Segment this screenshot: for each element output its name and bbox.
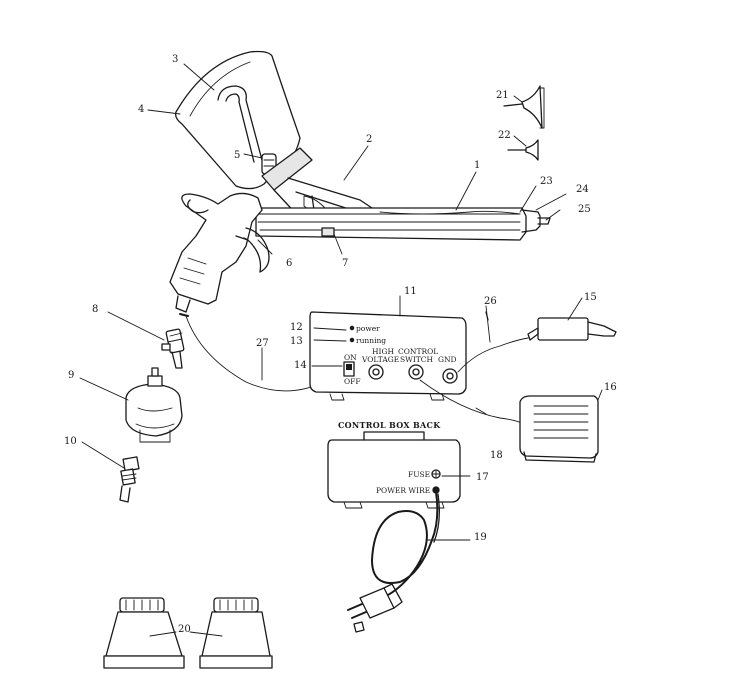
callout-9: 9 xyxy=(68,370,74,381)
callout-26: 26 xyxy=(484,296,497,307)
label-on: ON xyxy=(344,353,357,362)
callout-15: 15 xyxy=(584,292,597,303)
fitting-8 xyxy=(161,328,185,369)
callout-numbers: 1 2 3 4 5 6 7 8 9 10 11 12 13 14 15 16 1… xyxy=(64,54,617,635)
label-high: HIGH xyxy=(372,347,394,356)
label-running: running xyxy=(356,336,386,345)
callout-18: 18 xyxy=(490,450,503,461)
callout-25: 25 xyxy=(578,204,591,215)
cup-20-left xyxy=(103,597,185,669)
label-control: CONTROL xyxy=(398,347,438,356)
label-voltage: VOLTAGE xyxy=(361,355,399,364)
power-cord-19 xyxy=(371,491,440,597)
foot-pedal-16 xyxy=(519,395,599,463)
callout-19: 19 xyxy=(474,532,487,543)
callout-24: 24 xyxy=(576,184,589,195)
hopper-cup xyxy=(174,50,301,190)
callout-16: 16 xyxy=(604,382,617,393)
callout-6: 6 xyxy=(286,258,292,269)
callout-13: 13 xyxy=(290,336,303,347)
label-power: power xyxy=(356,324,380,333)
callout-22: 22 xyxy=(498,130,511,141)
label-fuse: FUSE xyxy=(408,470,430,479)
callout-21: 21 xyxy=(496,90,509,101)
cup-20-right xyxy=(199,597,273,669)
callout-17: 17 xyxy=(476,472,489,483)
control-box-back-title: CONTROL BOX BACK xyxy=(338,420,441,430)
gun-barrel xyxy=(255,207,551,241)
control-box-front xyxy=(309,311,467,401)
callout-12: 12 xyxy=(290,322,303,333)
callout-23: 23 xyxy=(540,176,553,187)
regulator-9 xyxy=(125,367,183,443)
gun-handle xyxy=(169,192,270,317)
callout-4: 4 xyxy=(138,104,144,115)
fitting-10 xyxy=(119,456,140,503)
label-switch: SWITCH xyxy=(400,355,434,364)
callout-5: 5 xyxy=(234,150,240,161)
label-power-wire: POWER WIRE xyxy=(376,486,430,495)
label-off: OFF xyxy=(344,377,361,386)
wire-18 xyxy=(419,379,525,425)
callout-8: 8 xyxy=(92,304,98,315)
callout-1: 1 xyxy=(474,160,480,171)
callout-14: 14 xyxy=(294,360,307,371)
callout-2: 2 xyxy=(366,134,372,145)
callout-3: 3 xyxy=(172,54,178,65)
callout-20: 20 xyxy=(178,624,191,635)
nozzle-21 xyxy=(503,85,545,129)
label-gnd: GND xyxy=(438,355,457,364)
ground-clamp-15 xyxy=(457,317,617,373)
callout-11: 11 xyxy=(404,286,417,297)
leader-lines xyxy=(79,63,603,637)
callout-10: 10 xyxy=(64,436,77,447)
power-plug xyxy=(347,583,403,633)
callout-7: 7 xyxy=(342,258,348,269)
callout-27: 27 xyxy=(256,338,269,349)
nozzle-22 xyxy=(507,139,539,161)
control-box-back xyxy=(327,431,461,509)
